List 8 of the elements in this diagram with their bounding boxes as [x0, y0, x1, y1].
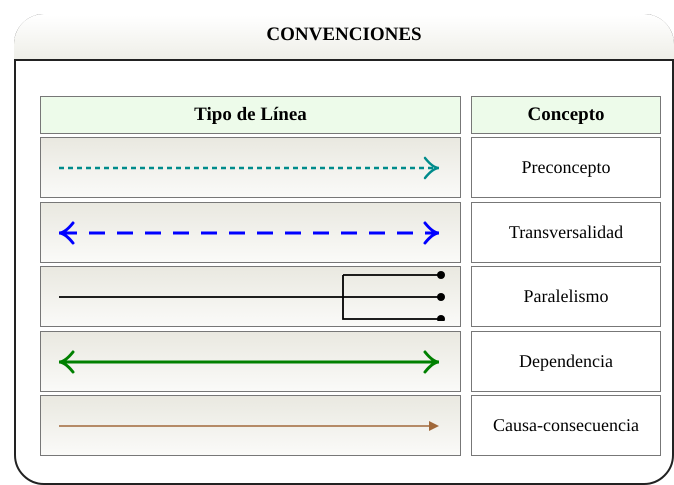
column-header: Concepto [471, 96, 661, 134]
concept-label: Causa-consecuencia [471, 395, 661, 456]
concept-label: Paralelismo [471, 266, 661, 327]
concept-label: Preconcepto [471, 137, 661, 198]
table-title: CONVENCIONES [265, 24, 423, 46]
column-header: Tipo de Línea [40, 96, 461, 134]
concept-label: Transversalidad [471, 202, 661, 262]
concept-label: Dependencia [471, 330, 661, 392]
